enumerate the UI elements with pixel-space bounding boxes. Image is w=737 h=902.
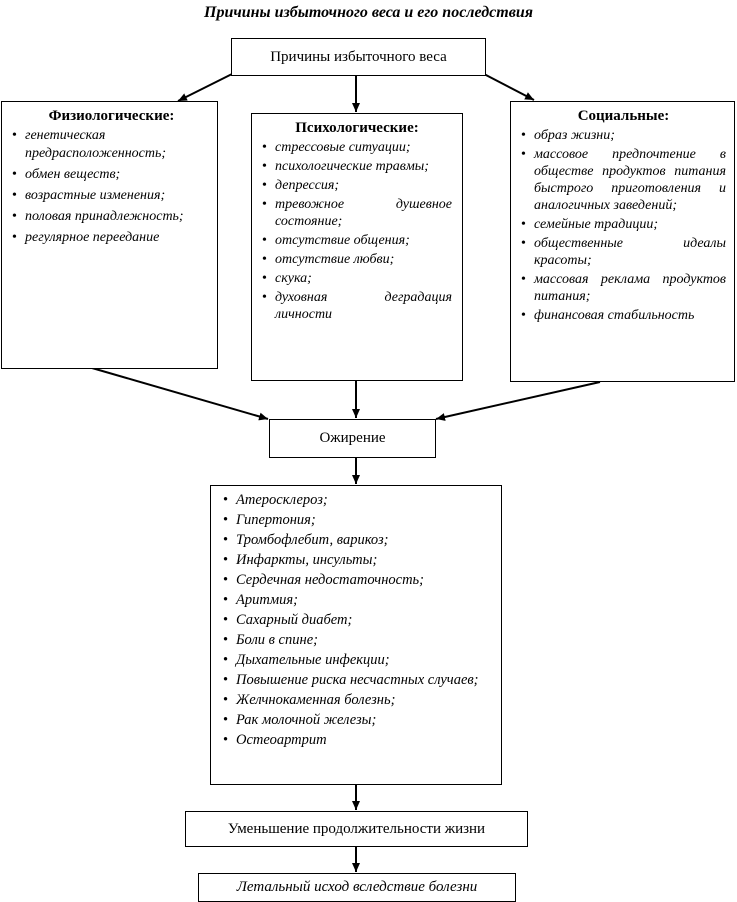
causes-header-box: Причины избыточного веса (231, 38, 486, 76)
social-box: Социальные: образ жизни; массовое предпо… (510, 101, 735, 382)
list-item: Повышение риска несчастных случаев; (223, 672, 493, 689)
consequences-box: Атеросклероз; Гипертония; Тромбофлебит, … (210, 485, 502, 785)
list-item: образ жизни; (521, 127, 726, 144)
list-item: финансовая стабильность (521, 307, 726, 324)
list-item: Аритмия; (223, 592, 493, 609)
physiological-list: генетическая предрасположенность; обмен … (12, 127, 211, 247)
list-item: скука; (262, 270, 452, 287)
list-item: генетическая предрасположенность; (12, 127, 211, 163)
list-item: обмен веществ; (12, 166, 211, 184)
life-reduction-box: Уменьшение продолжительности жизни (185, 811, 528, 847)
list-item: Боли в спине; (223, 632, 493, 649)
psychological-box: Психологические: стрессовые ситуации; пс… (251, 113, 463, 381)
arrow-social-to-obesity (435, 381, 601, 421)
list-item: Желчнокаменная болезнь; (223, 692, 493, 709)
psychological-heading: Психологические: (295, 120, 419, 136)
list-item: стрессовые ситуации; (262, 139, 452, 156)
list-item: Рак молочной железы; (223, 712, 493, 729)
diagram-title: Причины избыточного веса и его последств… (204, 4, 533, 21)
arrow-physiological-to-obesity (91, 367, 269, 421)
lethal-outcome-label: Летальный исход вследствие болезни (236, 879, 478, 895)
list-item: отсутствие любви; (262, 251, 452, 268)
list-item: Сахарный диабет; (223, 612, 493, 629)
list-item: психологические травмы; (262, 158, 452, 175)
physiological-heading: Физиологические: (48, 108, 175, 124)
social-list: образ жизни; массовое предпочтение в общ… (521, 127, 726, 324)
list-item: Сердечная недостаточность; (223, 572, 493, 589)
list-item: массовое предпочтение в обществе продукт… (521, 146, 726, 214)
list-item: регулярное переедание (12, 229, 211, 247)
social-heading: Социальные: (577, 108, 670, 124)
list-item: Атеросклероз; (223, 492, 493, 509)
arrow-causes-to-physiological (177, 73, 233, 102)
list-item: Гипертония; (223, 512, 493, 529)
list-item: половая принадлежность; (12, 208, 211, 226)
arrow-causes-to-social (483, 73, 535, 101)
list-item: Остеоартрит (223, 732, 493, 749)
obesity-label: Ожирение (319, 430, 386, 446)
list-item: отсутствие общения; (262, 232, 452, 249)
lethal-outcome-box: Летальный исход вследствие болезни (198, 873, 516, 902)
list-item: тревожное душевное состояние; (262, 196, 452, 230)
list-item: Инфаркты, инсульты; (223, 552, 493, 569)
obesity-box: Ожирение (269, 419, 436, 458)
psychological-list: стрессовые ситуации; психологические тра… (262, 139, 452, 323)
life-reduction-label: Уменьшение продолжительности жизни (227, 820, 486, 837)
causes-header-label: Причины избыточного веса (270, 48, 447, 65)
list-item: общественные идеалы красоты; (521, 235, 726, 269)
list-item: депрессия; (262, 177, 452, 194)
list-item: семейные традиции; (521, 216, 726, 233)
list-item: Дыхательные инфекции; (223, 652, 493, 669)
list-item: духовная деградация личности (262, 289, 452, 323)
consequences-list: Атеросклероз; Гипертония; Тромбофлебит, … (223, 492, 493, 749)
list-item: массовая реклама продуктов питания; (521, 271, 726, 305)
list-item: Тромбофлебит, варикоз; (223, 532, 493, 549)
list-item: возрастные изменения; (12, 187, 211, 205)
physiological-box: Физиологические: генетическая предраспол… (1, 101, 218, 369)
